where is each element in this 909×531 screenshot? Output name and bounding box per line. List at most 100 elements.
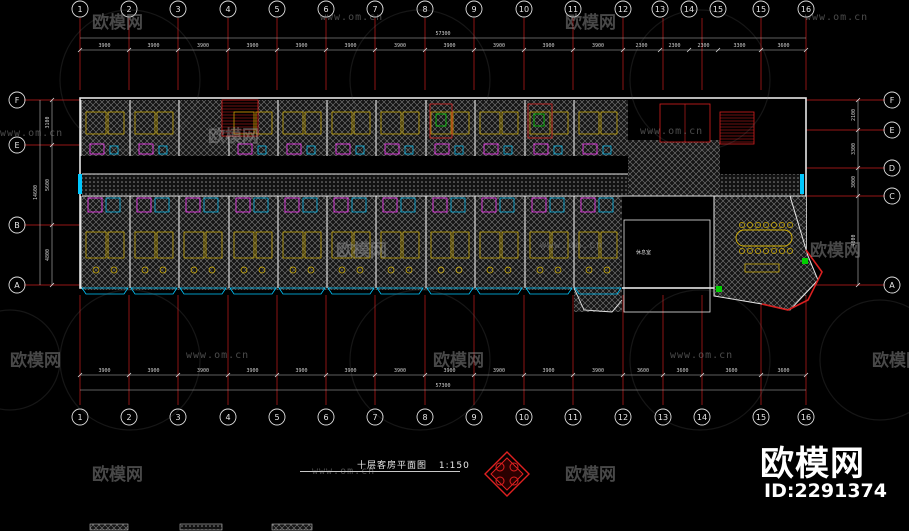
bath-fixture bbox=[483, 143, 499, 155]
shower-fixture bbox=[203, 197, 219, 213]
bath-fixture bbox=[335, 143, 351, 155]
bed-north bbox=[282, 111, 304, 135]
chair bbox=[585, 266, 593, 274]
row-bubble-left: A bbox=[14, 281, 20, 290]
dimension-text: 3900 bbox=[295, 43, 307, 49]
column-bubble-bottom: 3 bbox=[175, 413, 180, 422]
dimension-tick bbox=[803, 47, 809, 53]
dimension-text: 3900 bbox=[98, 43, 110, 49]
bed-south bbox=[255, 231, 273, 259]
meeting-chair bbox=[755, 248, 761, 254]
chair bbox=[258, 266, 266, 274]
dimension-text: 2100 bbox=[851, 109, 857, 121]
chair bbox=[405, 266, 413, 274]
dimension-tick bbox=[274, 372, 280, 378]
basin-fixture bbox=[109, 145, 119, 155]
plant-marker bbox=[802, 258, 808, 264]
column-bubble-top-circle bbox=[797, 0, 815, 18]
watermark-url: www.om.cn bbox=[186, 350, 250, 361]
chair bbox=[240, 266, 248, 274]
meeting-chair bbox=[771, 248, 777, 254]
watermark-ring bbox=[0, 309, 61, 411]
dimension-text: 3900 bbox=[197, 368, 209, 374]
dimension-text: 4800 bbox=[45, 249, 51, 261]
dimension-text: 3900 bbox=[344, 368, 356, 374]
bed-south bbox=[430, 231, 452, 259]
drawing-scale: 1:150 bbox=[438, 461, 470, 471]
chair bbox=[486, 266, 494, 274]
column-bubble-top: 1 bbox=[77, 5, 82, 14]
dimension-text: 3900 bbox=[542, 43, 554, 49]
row-bubble-left-circle bbox=[8, 216, 26, 234]
watermark-brand: 欧模网 bbox=[208, 127, 259, 147]
chair bbox=[110, 266, 118, 274]
dimension-tick bbox=[758, 47, 764, 53]
bath-fixture bbox=[382, 197, 398, 213]
watermark-url: www.om.cn bbox=[0, 128, 64, 139]
dimension-total-text: 57300 bbox=[435, 383, 450, 389]
column-bubble-bottom: 8 bbox=[422, 413, 427, 422]
dimension-text: 3900 bbox=[147, 368, 159, 374]
shower-fixture bbox=[499, 197, 515, 213]
column-bubble-top: 16 bbox=[801, 5, 811, 14]
watermark-url: www.om.cn bbox=[670, 350, 734, 361]
column-bubble-bottom-circle bbox=[693, 408, 711, 426]
bed-north bbox=[304, 111, 322, 135]
dimension-text: 3900 bbox=[542, 368, 554, 374]
column-bubble-top: 11 bbox=[568, 5, 578, 14]
bath-fixture bbox=[531, 197, 547, 213]
basin-fixture bbox=[158, 145, 168, 155]
meeting-chair bbox=[747, 222, 753, 228]
stair-east bbox=[719, 111, 755, 145]
bath-fixture bbox=[481, 197, 497, 213]
basin-fixture bbox=[404, 145, 414, 155]
dimension-tick bbox=[699, 372, 705, 378]
column-bubble-bottom-circle bbox=[654, 408, 672, 426]
column-bubble-top-circle bbox=[366, 0, 384, 18]
dimension-text: 3600 bbox=[725, 368, 737, 374]
watermark-brand: 欧模网 bbox=[565, 13, 616, 33]
dimension-text: 2300 bbox=[668, 43, 680, 49]
plant-marker bbox=[716, 286, 722, 292]
column-bubble-top-circle bbox=[515, 0, 533, 18]
dimension-text: 3100 bbox=[45, 116, 51, 128]
column-bubble-bottom-circle bbox=[317, 408, 335, 426]
basin-fixture bbox=[503, 145, 513, 155]
row-bubble-right: E bbox=[889, 126, 894, 135]
row-bubble-right: A bbox=[889, 281, 895, 290]
watermark-ring bbox=[59, 289, 201, 431]
column-bubble-top: 4 bbox=[225, 5, 230, 14]
meeting-chair bbox=[755, 222, 761, 228]
compass-petal bbox=[495, 462, 505, 472]
bed-north bbox=[255, 111, 273, 135]
dimension-tick bbox=[855, 282, 861, 288]
dimension-tick bbox=[660, 372, 666, 378]
bed-south bbox=[183, 231, 205, 259]
dimension-tick bbox=[715, 47, 721, 53]
chair bbox=[504, 266, 512, 274]
dimension-tick bbox=[521, 47, 527, 53]
dimension-text: 3600 bbox=[777, 368, 789, 374]
bed-south bbox=[282, 231, 304, 259]
row-bubble-right-circle bbox=[883, 91, 901, 109]
shower-fixture bbox=[598, 197, 614, 213]
bath-fixture bbox=[286, 143, 302, 155]
watermark-ring bbox=[59, 9, 201, 151]
dimension-tick bbox=[471, 47, 477, 53]
column-bubble-bottom: 11 bbox=[568, 413, 578, 422]
bath-fixture bbox=[333, 197, 349, 213]
column-bubble-bottom: 14 bbox=[697, 413, 707, 422]
bed-north bbox=[430, 111, 452, 135]
column-bubble-bottom: 1 bbox=[77, 413, 82, 422]
watermark-brand: 欧模网 bbox=[872, 351, 909, 371]
dimension-text: 3900 bbox=[443, 368, 455, 374]
dimension-tick bbox=[570, 47, 576, 53]
legend-swatch bbox=[89, 523, 129, 531]
suite-table bbox=[435, 113, 447, 127]
watermark-brand: 欧模网 bbox=[10, 351, 61, 371]
bed-south bbox=[551, 231, 569, 259]
meeting-chair bbox=[747, 248, 753, 254]
column-bubble-bottom-circle bbox=[268, 408, 286, 426]
column-bubble-top: 15 bbox=[756, 5, 766, 14]
dimension-text: 3900 bbox=[493, 368, 505, 374]
